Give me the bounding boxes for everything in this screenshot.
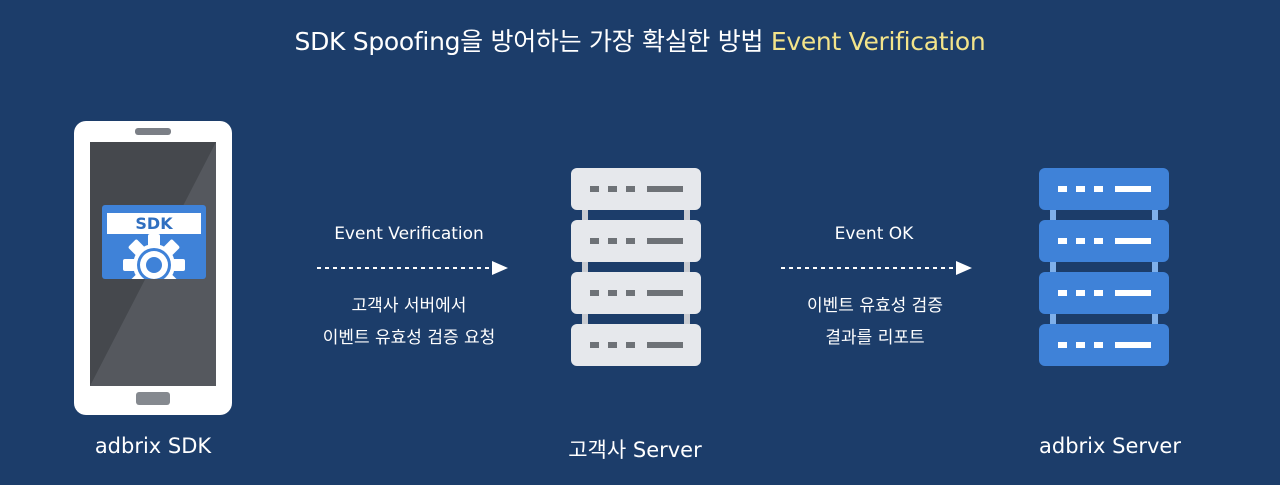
page-title: SDK Spoofing을 방어하는 가장 확실한 방법 Event Verif…	[0, 22, 1280, 58]
sdk-label: SDK	[107, 213, 201, 234]
adbrix-server-icon	[1039, 168, 1169, 366]
phone-home-button	[136, 392, 170, 405]
caption-client-server: 고객사 Server	[568, 438, 702, 462]
flow2-description: 이벤트 유효성 검증 결과를 리포트	[774, 290, 976, 354]
flow2-desc-line1: 이벤트 유효성 검증	[807, 296, 943, 316]
caption-adbrix-sdk: adbrix SDK	[94, 434, 212, 458]
title-highlight: Event Verification	[770, 27, 986, 56]
flow1-desc-line2: 이벤트 유효성 검증 요청	[322, 328, 496, 348]
phone-speaker	[135, 128, 171, 135]
flow2-arrow	[781, 261, 972, 275]
client-server-icon	[571, 168, 701, 366]
flow1-arrow	[317, 261, 508, 275]
sdk-module: SDK	[102, 205, 206, 279]
title-main: SDK Spoofing을 방어하는 가장 확실한 방법	[294, 27, 764, 56]
flow1-description: 고객사 서버에서 이벤트 유효성 검증 요청	[298, 290, 520, 354]
phone-device: SDK	[74, 121, 232, 415]
flow2-desc-line2: 결과를 리포트	[825, 328, 925, 348]
caption-adbrix-server: adbrix Server	[1039, 434, 1181, 458]
gear-icon	[123, 234, 185, 279]
flow1-desc-line1: 고객사 서버에서	[351, 296, 467, 316]
flow2-label: Event OK	[834, 224, 914, 244]
flow1-label: Event Verification	[334, 224, 484, 244]
